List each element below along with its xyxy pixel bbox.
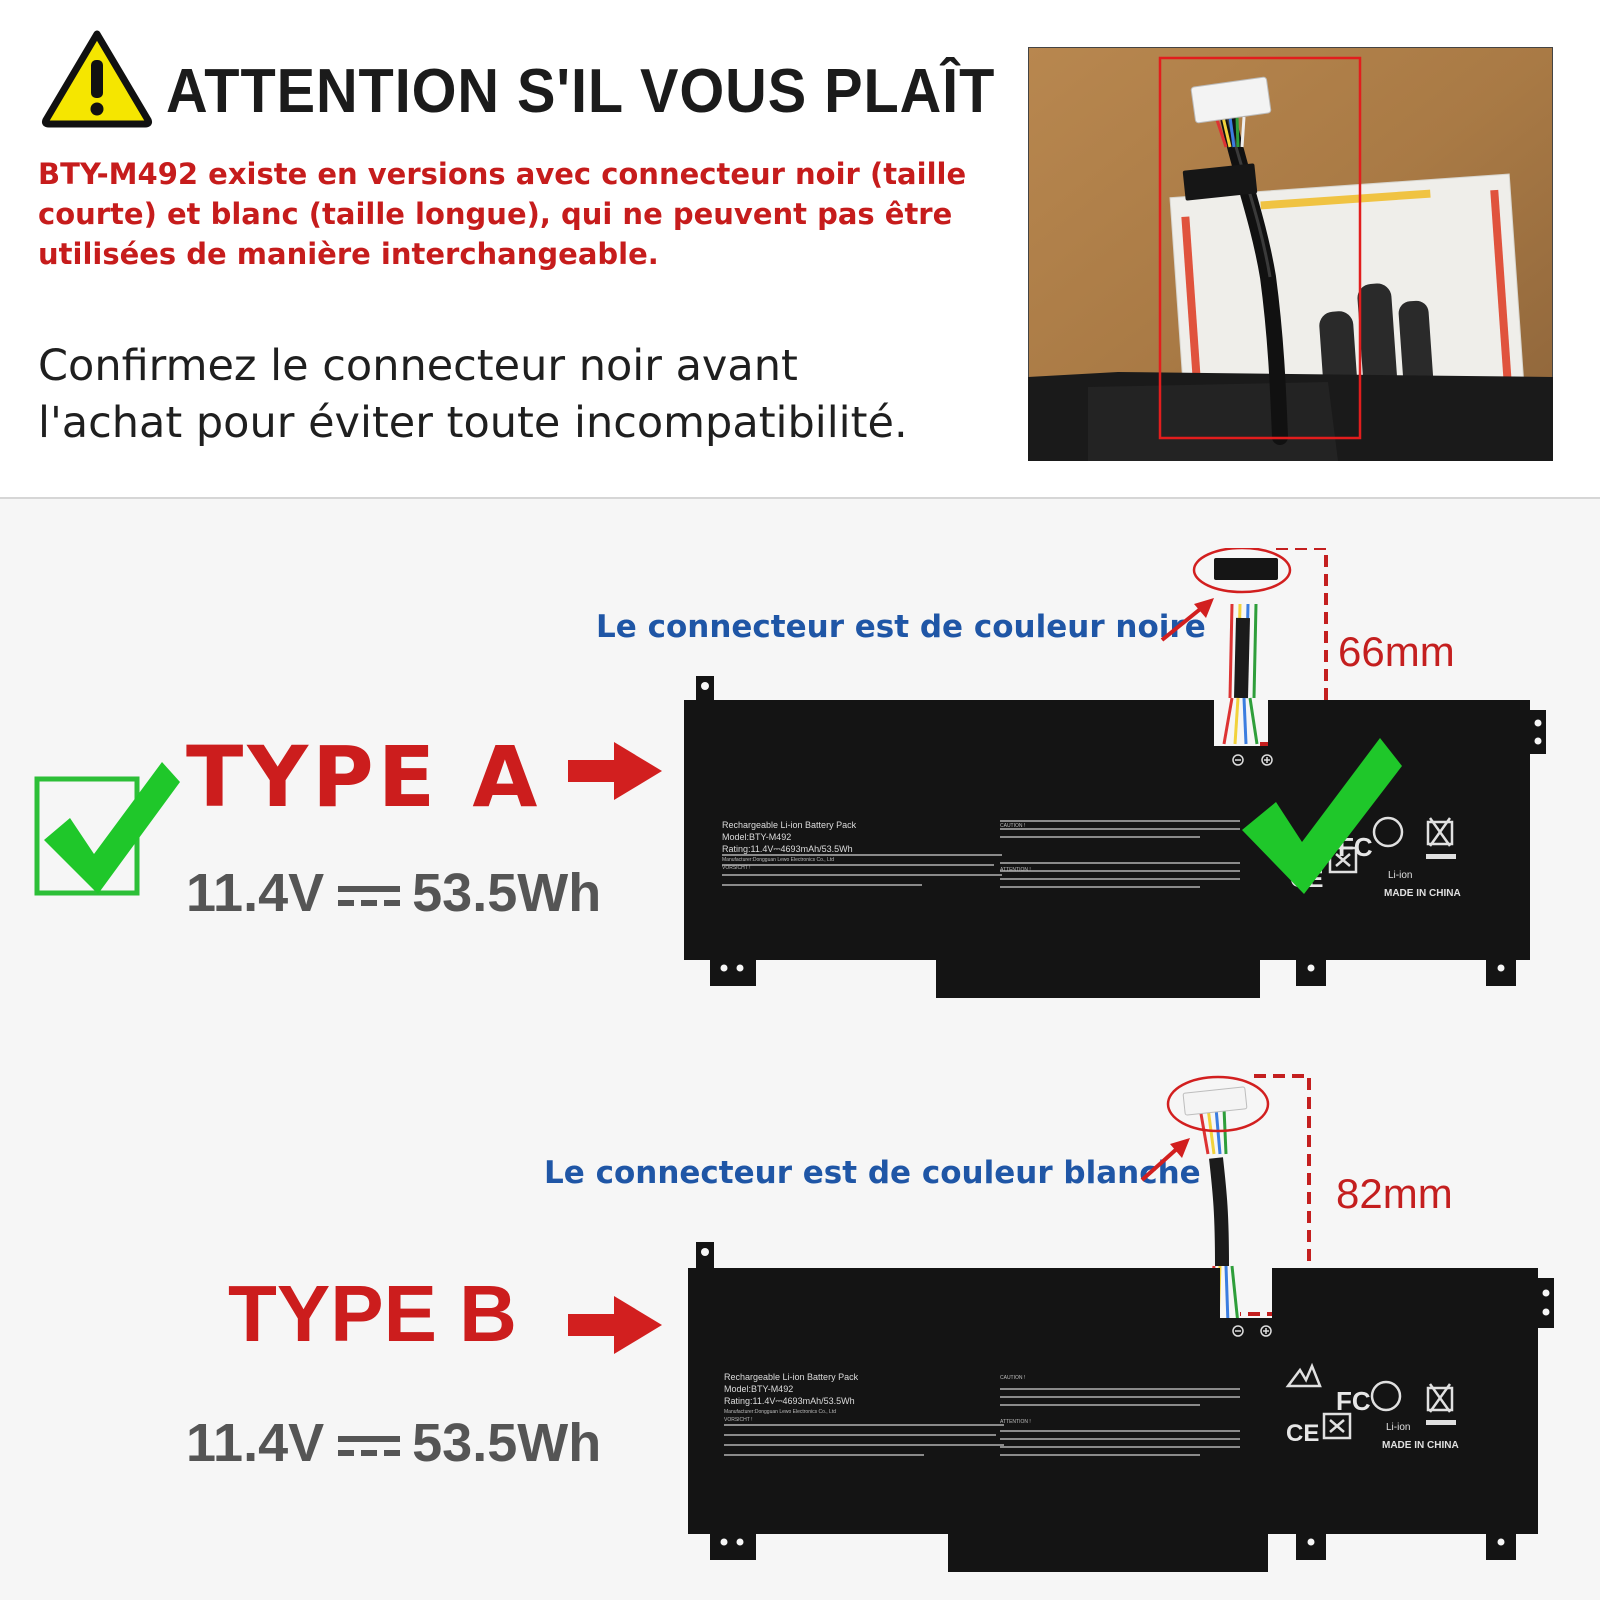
made-in-china: MADE IN CHINA xyxy=(1384,888,1461,899)
made-in-china: MADE IN CHINA xyxy=(1382,1440,1459,1451)
confirm-line: l'achat pour éviter toute incompatibilit… xyxy=(38,398,908,448)
battery-label-model: Model:BTY-M492 xyxy=(722,832,792,842)
battery-label-manufacturer: Manufacturer:Dongguan Lewo Electronics C… xyxy=(722,857,835,863)
battery-label-vorsicht: VORSICHT ! xyxy=(722,865,751,871)
warning-triangle-icon xyxy=(41,30,153,128)
battery-label-title: Rechargeable Li-ion Battery Pack xyxy=(724,1372,859,1382)
dc-symbol-icon xyxy=(338,1432,401,1462)
fc-mark: FC xyxy=(1336,1386,1371,1416)
battery-a-illustration xyxy=(684,548,1546,998)
confirm-line: Confirmez le connecteur noir avant xyxy=(38,341,798,391)
battery-label-model: Model:BTY-M492 xyxy=(724,1384,794,1394)
voltage-value: 11.4V xyxy=(186,1413,325,1473)
energy-value: 53.5Wh xyxy=(412,1413,602,1473)
li-ion-mark: Li-ion xyxy=(1388,870,1413,881)
battery-label-rating: Rating:11.4V⎓4693mAh/53.5Wh xyxy=(724,1396,855,1406)
right-arrow-icon xyxy=(568,742,662,800)
type-b-title: TYPE B xyxy=(228,1269,517,1358)
energy-value: 53.5Wh xyxy=(412,863,602,923)
warning-line: courte) et blanc (taille longue), qui ne… xyxy=(38,197,953,231)
type-a-connector-label: Le connecteur est de couleur noire xyxy=(596,609,1206,645)
section-divider xyxy=(0,497,1600,499)
arrow-icon xyxy=(1160,598,1214,642)
type-a-cable-length: 66mm xyxy=(1338,628,1455,675)
battery-label-caution: CAUTION ! xyxy=(1000,823,1026,829)
warning-line: BTY-M492 existe en versions avec connect… xyxy=(38,157,967,191)
battery-label-caution: CAUTION ! xyxy=(1000,1375,1026,1381)
type-a-title: TYPE A xyxy=(186,728,542,826)
right-arrow-icon xyxy=(568,1296,662,1354)
page-title: ATTENTION S'IL VOUS PLAÎT xyxy=(166,57,996,126)
warning-line: utilisées de manière interchangeable. xyxy=(38,237,659,271)
battery-b-illustration xyxy=(688,1074,1554,1572)
battery-label-title: Rechargeable Li-ion Battery Pack xyxy=(722,820,857,830)
battery-label-vorsicht: VORSICHT ! xyxy=(724,1417,753,1423)
type-b-connector-label: Le connecteur est de couleur blanche xyxy=(544,1155,1201,1191)
type-b-cable-length: 82mm xyxy=(1336,1170,1453,1217)
type-a-spec: 11.4V 53.5Wh xyxy=(186,862,601,924)
battery-label-attention: ATTENTION ! xyxy=(1000,1419,1031,1425)
confirm-text: Confirmez le connecteur noir avant l'ach… xyxy=(38,338,1018,452)
battery-label-manufacturer: Manufacturer:Dongguan Lewo Electronics C… xyxy=(724,1409,837,1415)
li-ion-mark: Li-ion xyxy=(1386,1422,1411,1433)
dc-symbol-icon xyxy=(338,882,401,912)
check-mark-icon xyxy=(1242,738,1402,894)
battery-label-attention: ATTENTION ! xyxy=(1000,867,1031,873)
warning-text: BTY-M492 existe en versions avec connect… xyxy=(38,154,968,274)
arrow-icon xyxy=(1140,1138,1190,1182)
voltage-value: 11.4V xyxy=(186,863,325,923)
battery-label-rating: Rating:11.4V⎓4693mAh/53.5Wh xyxy=(722,844,853,854)
connector-photo xyxy=(1028,47,1553,461)
checkbox-checked-icon xyxy=(34,762,180,896)
type-b-spec: 11.4V 53.5Wh xyxy=(186,1412,601,1474)
ce-mark: CE xyxy=(1286,1420,1320,1447)
